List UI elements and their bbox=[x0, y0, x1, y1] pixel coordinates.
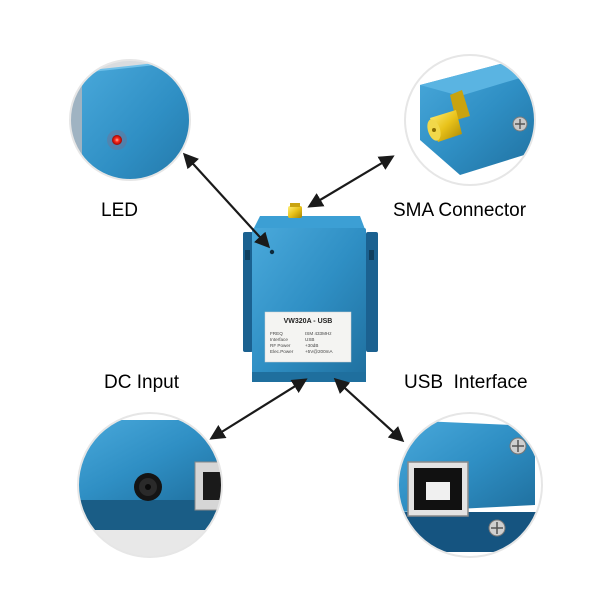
usb-closeup bbox=[397, 412, 543, 558]
led-indicator-icon bbox=[269, 249, 275, 255]
arrow-dc bbox=[209, 378, 308, 440]
spec-value: USB bbox=[305, 337, 315, 342]
label-dc-input: DC Input bbox=[104, 372, 179, 393]
spec-key: Elec.Power bbox=[270, 349, 294, 354]
plate-model-title: VW320A - USB bbox=[283, 318, 333, 325]
screw-icon bbox=[488, 519, 506, 537]
sma-closeup bbox=[404, 54, 536, 186]
usb-b-port-icon bbox=[407, 461, 469, 517]
spec-key: Interface bbox=[270, 337, 288, 342]
screw-icon bbox=[509, 437, 527, 455]
arrow-led bbox=[182, 152, 271, 249]
sma-connector-icon bbox=[288, 203, 302, 218]
spec-key: FREQ bbox=[270, 331, 283, 336]
led-closeup bbox=[69, 59, 191, 181]
spec-value: ISM 433MHz bbox=[305, 331, 332, 336]
sma-connector-icon bbox=[427, 90, 470, 142]
spec-value: +30dB bbox=[305, 343, 319, 348]
dc-input-closeup bbox=[77, 412, 223, 558]
label-sma-connector: SMA Connector bbox=[393, 200, 527, 221]
spec-plate bbox=[264, 311, 352, 363]
screw-icon bbox=[512, 116, 528, 132]
spec-key: RF Power bbox=[270, 343, 291, 348]
label-led: LED bbox=[101, 200, 138, 221]
spec-value: +5V@200mA bbox=[305, 349, 333, 354]
dc-jack-icon bbox=[134, 473, 162, 501]
arrow-usb bbox=[333, 377, 405, 443]
main-enclosure bbox=[243, 203, 378, 382]
arrow-sma bbox=[307, 155, 395, 208]
led-indicator-icon bbox=[112, 135, 122, 145]
callout-arrows bbox=[182, 152, 405, 443]
label-usb-interface: USB Interface bbox=[404, 372, 528, 393]
